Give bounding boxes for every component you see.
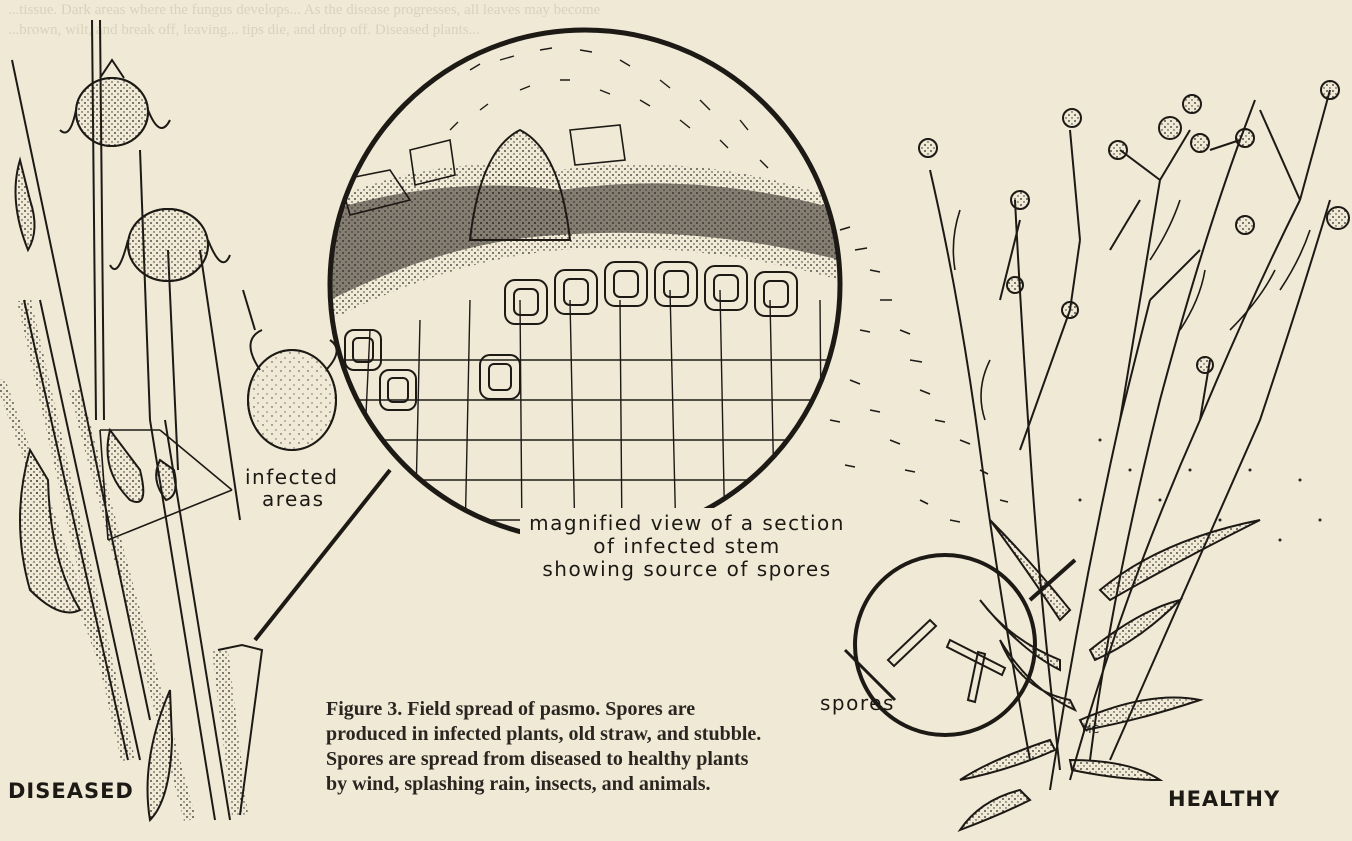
infected-areas-line-1: infected: [245, 466, 365, 488]
healthy-label: HEALTHY: [1168, 788, 1280, 810]
figure-caption: Figure 3. Field spread of pasmo. Spores …: [326, 697, 766, 797]
artist-initials: MC: [1082, 723, 1099, 736]
drifting-spores: [830, 227, 1008, 522]
diseased-plant: [0, 20, 337, 820]
seed-pod: [110, 209, 230, 281]
magnified-view-label: magnified view of a section of infected …: [522, 512, 852, 581]
infected-areas-line-2: areas: [245, 488, 365, 510]
magnified-line-2: of infected stem: [522, 535, 852, 558]
seed-pod: [60, 60, 170, 146]
magnified-line-3: showing source of spores: [522, 558, 852, 581]
magnified-line-1: magnified view of a section: [522, 512, 852, 535]
spores-label: spores: [820, 692, 895, 714]
diseased-label: DISEASED: [8, 780, 134, 802]
seed-pod: [248, 330, 337, 450]
infected-areas-label: infected areas: [245, 466, 365, 510]
